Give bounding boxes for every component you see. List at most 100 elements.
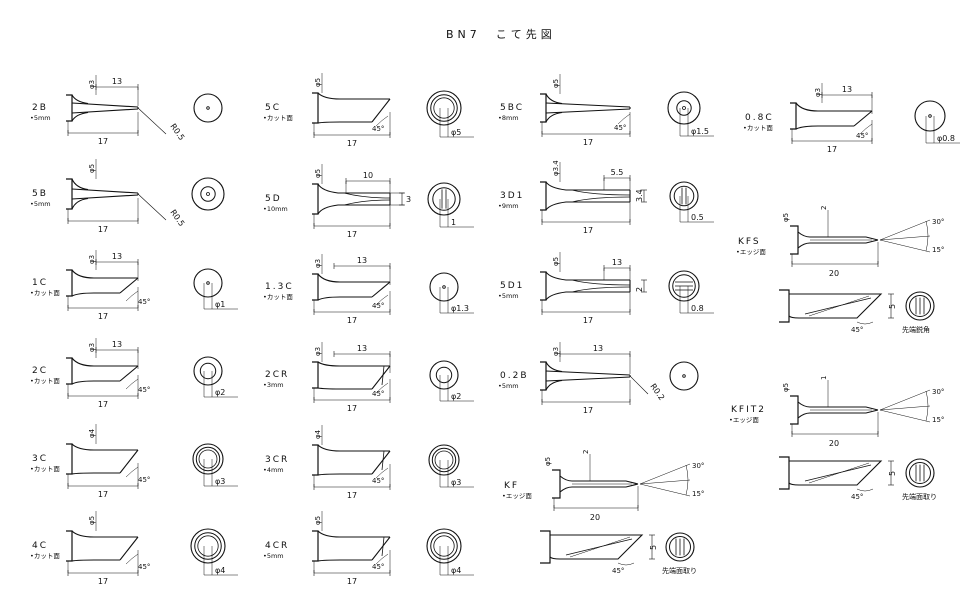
total-length-label: 17 <box>827 145 837 154</box>
cut-bottom-edge <box>71 559 120 562</box>
end-view-inner-circle <box>430 532 458 560</box>
tip-end-view: φ1 <box>193 268 238 310</box>
angle-arc <box>125 553 139 565</box>
cone-outline <box>71 102 139 114</box>
blade-outline <box>549 534 644 560</box>
end-view-inner-circle <box>431 447 457 473</box>
width-label: 5 <box>888 471 897 476</box>
angle-line <box>879 235 931 241</box>
shank-diameter-label: φ3 <box>88 80 96 89</box>
shank-diameter-label: φ3 <box>552 347 560 356</box>
width-label: 2 <box>820 206 828 210</box>
tip-end-view: φ4 <box>426 528 474 576</box>
total-length-label: 17 <box>583 226 593 235</box>
taper-length-label: 13 <box>593 344 603 353</box>
shank-outline <box>540 271 547 301</box>
angle-label: 15° <box>692 490 704 498</box>
cut-top-edge <box>317 530 390 538</box>
angle-line <box>639 479 691 485</box>
shank-diameter-label: φ3 <box>314 259 322 268</box>
shank-outline <box>540 530 551 564</box>
total-length-label: 17 <box>98 312 108 321</box>
angle-arc <box>856 321 874 325</box>
end-view-outer-circle <box>669 361 699 391</box>
end-view-dot <box>682 374 686 378</box>
cut-bottom-edge <box>317 121 372 124</box>
end-view-outer-circle <box>190 528 226 564</box>
shank-diameter-label: φ3 <box>88 343 96 352</box>
total-length-label: 20 <box>829 439 839 448</box>
shank-diameter-label: φ5 <box>88 164 96 173</box>
angle-arc <box>375 467 389 479</box>
end-view-inner-circle <box>669 536 691 558</box>
shank-outline <box>779 456 790 490</box>
end-dimension-label: φ2 <box>215 388 225 397</box>
total-length-label: 17 <box>583 406 593 415</box>
end-view-inner-circle <box>673 185 695 207</box>
end-view-dot <box>442 285 446 289</box>
angle-line <box>879 239 931 253</box>
end-view-inner-circle <box>430 94 458 122</box>
cone-outline <box>71 188 139 200</box>
tip-side-view <box>66 443 139 475</box>
tip-note-label: •5mm <box>30 200 51 208</box>
shank-outline <box>790 395 799 425</box>
driver-bottom <box>545 201 630 211</box>
end-note-label: 先端面取り <box>902 492 937 501</box>
driver-flat <box>571 279 631 293</box>
shank-outline <box>540 181 547 211</box>
tip-note-label: •カット面 <box>30 289 60 297</box>
tip-note-label: •カット面 <box>263 293 293 301</box>
end-view-dot <box>206 106 210 110</box>
shank-diameter-label: φ3 <box>88 255 96 264</box>
end-dimension-label: φ5 <box>451 128 461 137</box>
tip-end-view: φ5 <box>426 90 474 138</box>
blade-bottom <box>797 409 879 419</box>
angle-line <box>879 219 931 241</box>
angle-label: 45° <box>138 563 150 571</box>
driver-bottom <box>545 291 630 301</box>
knife-tip-side-view <box>790 395 879 425</box>
end-view-outer-circle <box>905 291 935 321</box>
angle-label: 45° <box>851 493 863 501</box>
shank-outline <box>66 530 73 562</box>
tip-note-label: •5mm <box>30 114 51 122</box>
bevel-face <box>119 449 139 474</box>
total-length-label: 17 <box>98 225 108 234</box>
radius-label: R0.5 <box>168 208 186 228</box>
tip-end-view: φ0.8 <box>914 100 960 144</box>
end-view-outer-circle <box>665 532 695 562</box>
blade-bottom <box>797 239 879 249</box>
total-length-label: 17 <box>347 404 357 413</box>
end-view-inner-circle <box>433 535 455 557</box>
thickness-label: 3 <box>406 195 411 204</box>
shank-diameter-label: φ3 <box>314 347 322 356</box>
taper-length-label: 13 <box>357 344 367 353</box>
tip-note-label: •5mm <box>498 292 519 300</box>
shank-outline <box>312 444 319 476</box>
page-title: BN7 こて先図 <box>446 28 556 41</box>
tip-note-label: •5mm <box>498 382 519 390</box>
cone-outline <box>545 370 631 382</box>
tip-end-view: φ1.5 <box>667 91 714 137</box>
cut-top-edge <box>317 273 390 283</box>
driver-top <box>317 183 390 194</box>
total-length-label: 17 <box>347 577 357 586</box>
cut-top-edge <box>317 92 390 100</box>
thickness-label: 2 <box>635 287 644 292</box>
bevel-face <box>371 450 391 475</box>
knife-end-view <box>665 532 695 562</box>
tip-side-view <box>540 93 631 123</box>
end-note-label: 先端鋭角 <box>902 325 930 334</box>
driver-flat <box>571 189 631 203</box>
end-note-label: 先端面取り <box>662 566 697 575</box>
cut-bottom-edge <box>317 296 372 301</box>
total-length-label: 17 <box>347 139 357 148</box>
taper-outline <box>71 178 89 210</box>
tip-end-view: 0.5 <box>669 181 714 223</box>
leader-line <box>137 193 167 221</box>
tip-name-label: 0.8C <box>745 113 774 123</box>
end-view-inner-circle <box>194 532 222 560</box>
end-dimension-label: φ3 <box>451 478 461 487</box>
shank-outline <box>66 94 73 122</box>
